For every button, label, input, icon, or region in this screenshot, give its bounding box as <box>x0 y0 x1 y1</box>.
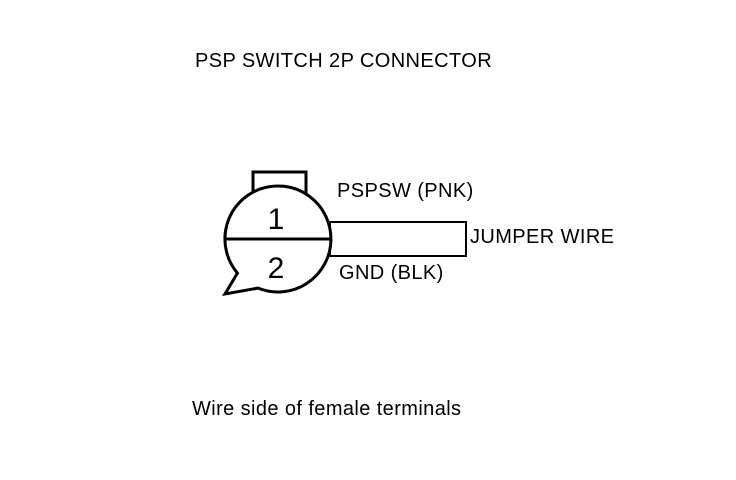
pin-1-wire-label: PSPSW (PNK) <box>337 180 474 202</box>
pin-2-number: 2 <box>268 252 285 285</box>
jumper-wire-label: JUMPER WIRE <box>470 226 615 248</box>
diagram-title: PSP SWITCH 2P CONNECTOR <box>195 50 493 72</box>
jumper-wire-box <box>329 221 467 257</box>
pin-1-number: 1 <box>268 203 285 236</box>
pin-2-wire-label: GND (BLK) <box>339 262 444 284</box>
wire-side-caption: Wire side of female terminals <box>192 398 462 420</box>
